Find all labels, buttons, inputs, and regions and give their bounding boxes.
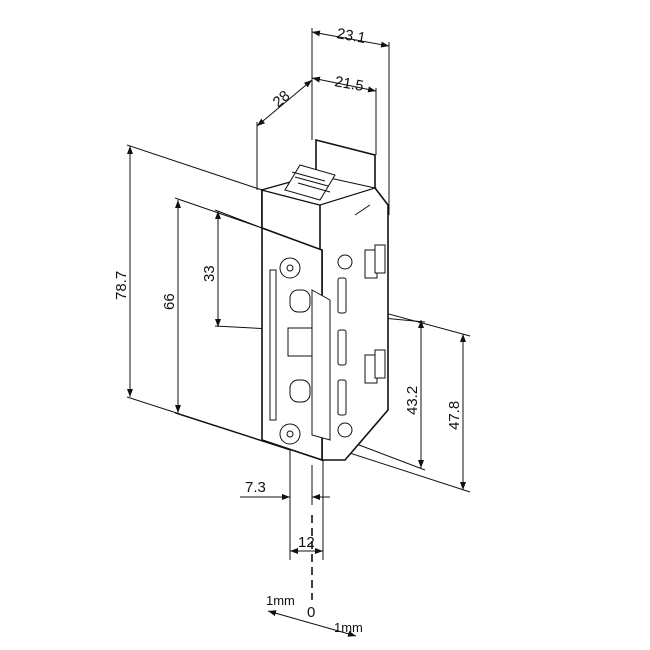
door-strike-part — [260, 138, 389, 462]
scale-zero-label: 0 — [307, 604, 315, 621]
dim-28: 28 — [270, 87, 294, 111]
scale-right-label: 1mm — [334, 620, 363, 635]
dimension-lines — [127, 30, 466, 637]
dim-12: 12 — [298, 534, 315, 551]
dim-23-1: 23.1 — [335, 25, 367, 47]
dim-43-2: 43.2 — [404, 386, 421, 415]
dim-47-8: 47.8 — [446, 401, 463, 430]
scale-left-label: 1mm — [266, 593, 295, 608]
dim-21-5: 21.5 — [333, 73, 365, 95]
dim-33: 33 — [201, 265, 218, 282]
dim-66: 66 — [161, 293, 178, 310]
dim-7-3: 7.3 — [245, 479, 266, 496]
dim-78-7: 78.7 — [113, 271, 130, 300]
